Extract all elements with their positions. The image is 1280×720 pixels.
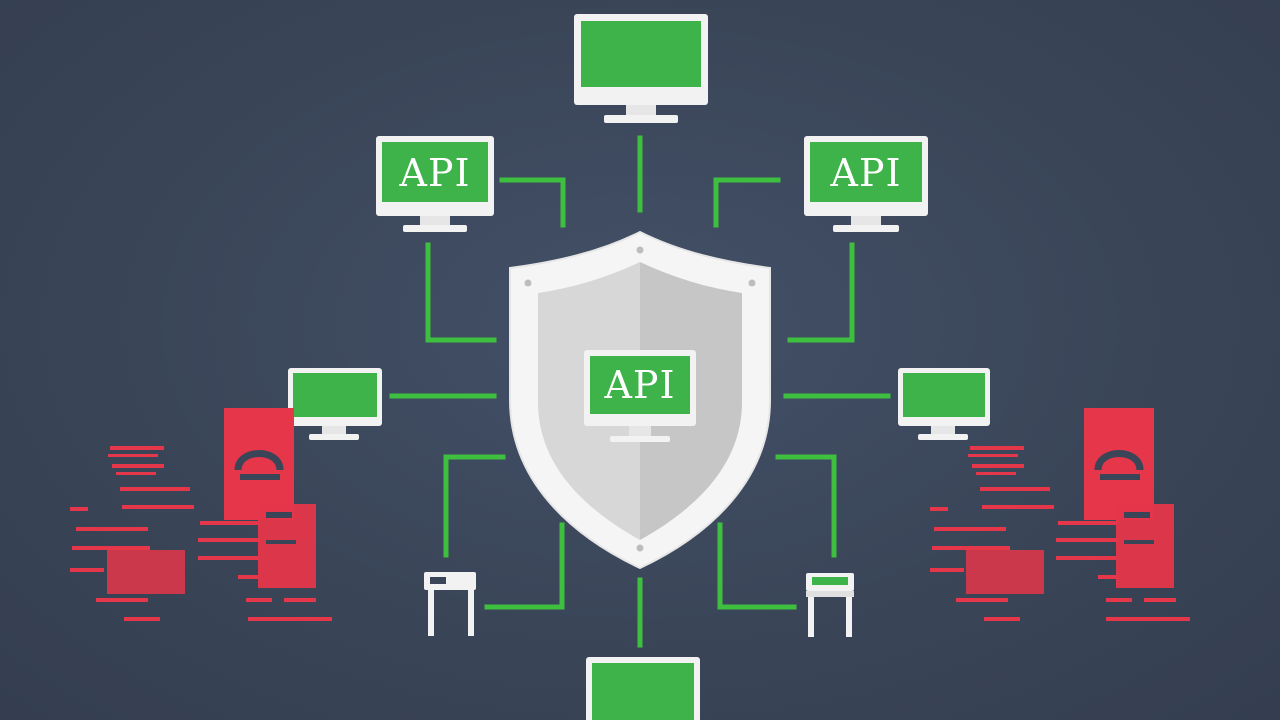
monitor-icon: API <box>804 136 928 232</box>
server-rack-icon <box>806 573 854 637</box>
link-lower-left-b <box>484 522 565 610</box>
link-lower-left-a <box>443 454 506 558</box>
monitor-icon <box>586 657 700 720</box>
link-upper-left-b <box>425 242 497 343</box>
node-upper-right-label: API <box>829 151 901 195</box>
monitor-icon <box>574 14 708 123</box>
center-api-label: API <box>603 363 675 407</box>
glitch-code-left <box>70 446 332 621</box>
center-api-monitor: API <box>584 350 696 442</box>
broken-lock-icon <box>1084 408 1174 588</box>
monitor-icon <box>898 368 990 440</box>
threat-cluster-left <box>70 408 332 621</box>
link-upper-right-b <box>787 242 855 343</box>
connector-lines <box>389 135 891 648</box>
monitor-icon: API <box>376 136 494 232</box>
link-lower-right-a <box>775 454 837 558</box>
glitch-code-right <box>930 446 1190 621</box>
link-upper-left-a <box>499 177 566 228</box>
link-lower-right-b <box>717 522 797 610</box>
threat-cluster-right <box>930 408 1190 621</box>
monitor-icon <box>288 368 382 440</box>
usb-device-icon <box>424 572 476 636</box>
broken-lock-icon <box>224 408 316 588</box>
link-upper-right-a <box>713 177 781 228</box>
node-upper-left-label: API <box>398 151 470 195</box>
